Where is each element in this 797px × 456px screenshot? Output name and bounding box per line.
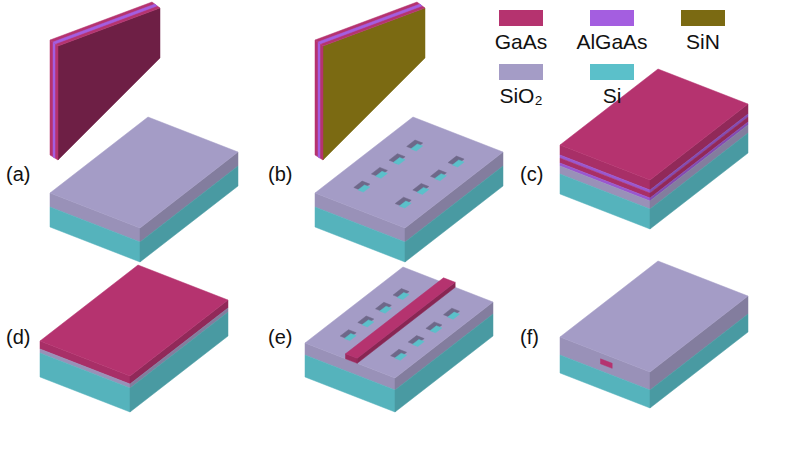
hole-bottom [452,160,464,167]
hole-bottom [417,187,429,194]
wafer-edge [315,40,323,160]
wafer-edge [318,42,320,158]
layer-top [560,69,748,180]
hole-bottom [430,326,442,333]
wafer-edge [53,42,55,158]
wafer-top [318,4,422,44]
hole-bottom [412,340,424,347]
layer-top [50,117,238,228]
panel-label: (e) [268,326,292,349]
hole-bottom [344,334,356,341]
hole-bottom [376,171,388,178]
hole-bottom [362,320,374,327]
legend-entry: SiO₂ [476,64,566,108]
wafer-top [50,2,160,46]
embedded-stripe-end [601,359,613,369]
legend-entry: GaAs [476,10,566,54]
legend-swatch [499,10,543,26]
hole-bottom [395,353,407,360]
layer-top [315,117,503,228]
panel-label: (c) [520,163,543,186]
hole-bottom [397,293,409,300]
wafer-edge [50,40,58,160]
hole-bottom [380,306,392,313]
hole-bottom [411,144,423,151]
panel-label: (a) [6,163,30,186]
legend-swatch [590,10,634,26]
wafer-top [53,4,157,44]
wafer-top [315,2,425,46]
hole-bottom [448,312,460,319]
legend-text: SiO₂ [476,84,566,108]
legend-text: Si [567,84,657,108]
gaas-stripe-side [357,282,455,363]
hole-bottom [393,158,405,165]
layer-top [305,267,493,378]
legend-swatch [499,64,543,80]
gaas-stripe [346,278,456,359]
hole-bottom [399,201,411,208]
legend-text: SiN [658,30,748,54]
layer-side [560,174,650,229]
panel-label: (d) [6,326,30,349]
legend-entry: AlGaAs [567,10,657,54]
panel-label: (b) [268,163,292,186]
legend-entry: SiN [658,10,748,54]
hole-bottom [435,174,447,181]
legend-swatch [681,10,725,26]
layer-top [40,265,228,376]
legend-swatch [590,64,634,80]
panel-label: (f) [520,326,539,349]
legend-text: AlGaAs [567,30,657,54]
legend-text: GaAs [476,30,566,54]
hole-bottom [358,185,370,192]
legend-entry: Si [567,64,657,108]
layer-top [560,261,748,372]
